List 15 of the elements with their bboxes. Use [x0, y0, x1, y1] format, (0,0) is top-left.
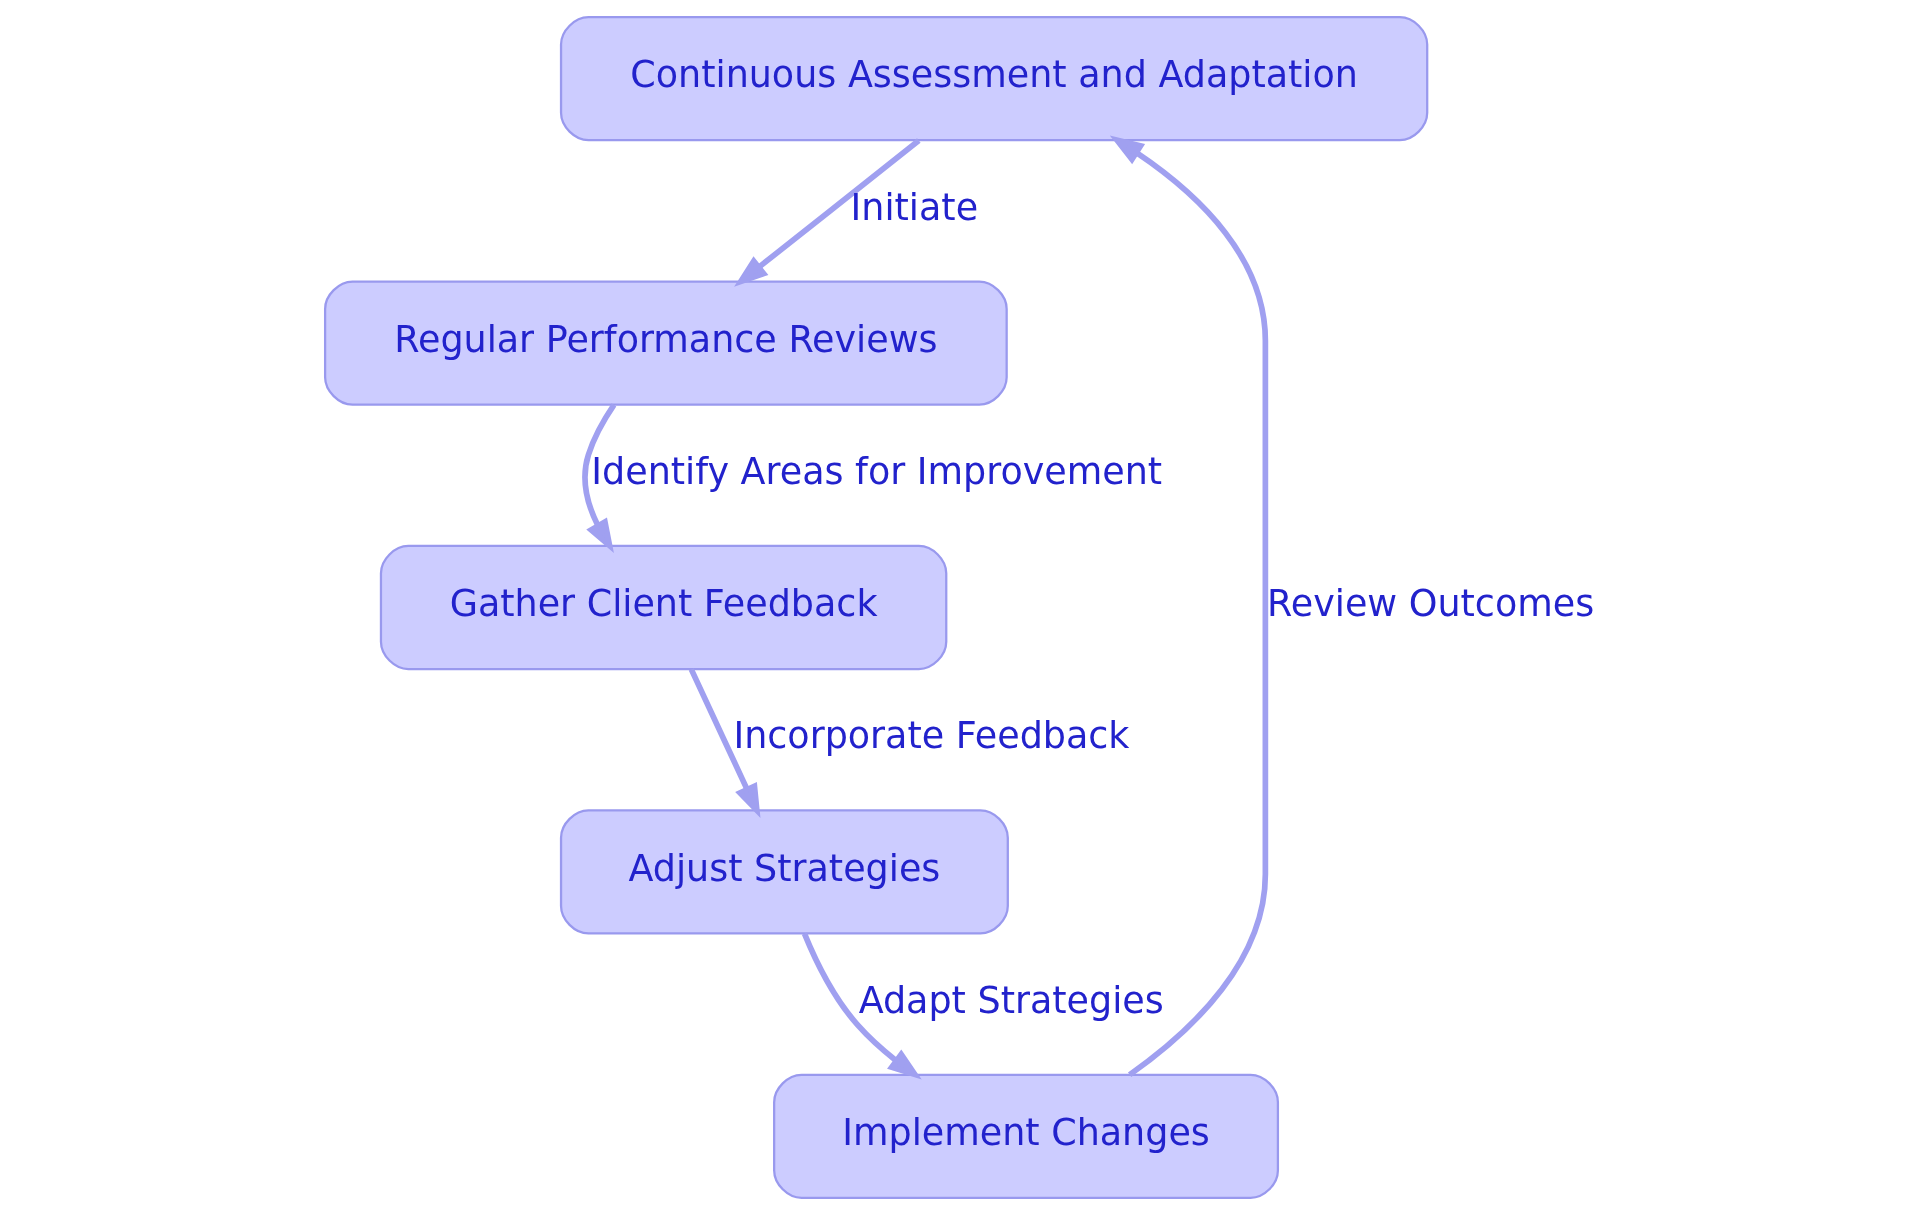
- arrow: [581, 403, 616, 553]
- node-box: Continuous Assessment and Adaptation: [559, 16, 1428, 142]
- arrow: [733, 138, 921, 287]
- edge-label: Review Outcomes: [1266, 582, 1594, 626]
- arrow: [1109, 135, 1268, 1078]
- node-box: Gather Client Feedback: [379, 544, 947, 671]
- edge-label: Initiate: [850, 185, 978, 229]
- edge-label: Incorporate Feedback: [732, 714, 1129, 758]
- node-box: Adjust Strategies: [559, 809, 1009, 935]
- edge-label: Identify Areas for Improvement: [590, 449, 1162, 493]
- node-box: Regular Performance Reviews: [323, 280, 1008, 406]
- arrow: [688, 668, 760, 819]
- arrow: [801, 932, 922, 1080]
- edge-label: Adapt Strategies: [858, 978, 1164, 1022]
- node-box: Implement Changes: [772, 1073, 1279, 1199]
